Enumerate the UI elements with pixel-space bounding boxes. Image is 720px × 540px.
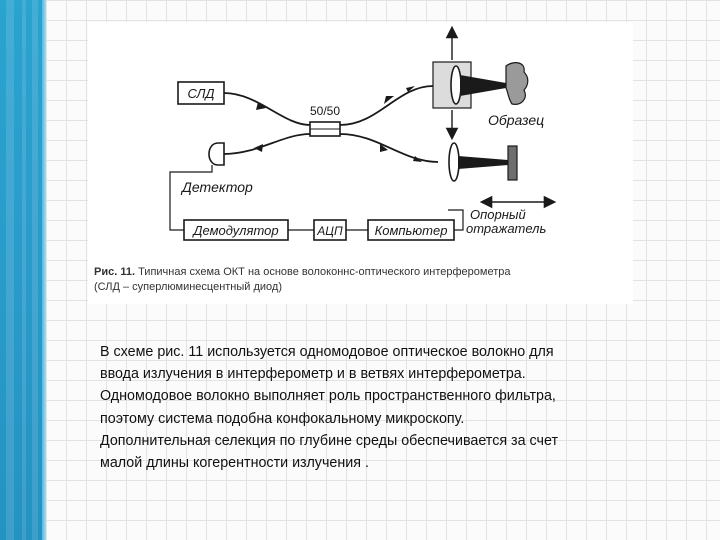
fiber-arrow — [380, 144, 388, 152]
fiber-arrow — [413, 156, 422, 162]
oct-figure: СЛД 50/50 Образец Опорный о — [88, 22, 633, 304]
body-line: В схеме рис. 11 используется одномодовое… — [100, 344, 554, 360]
reference-beam — [458, 156, 508, 169]
figure-caption-line1: Рис. 11. Типичная схема ОКТ на основе во… — [94, 266, 511, 278]
reference-label-line1: Опорный — [470, 207, 526, 222]
body-line: Дополнительная селекция по глубине среды… — [100, 432, 558, 449]
body-line: Одномодовое волокно выполняет роль прост… — [100, 388, 556, 405]
signal-line — [169, 165, 213, 231]
sample-label: Образец — [488, 112, 544, 128]
caption-text: Типичная схема ОКТ на основе волоконнс-о… — [135, 266, 511, 278]
fiber-arrow — [256, 102, 266, 110]
sample-lens — [450, 65, 462, 105]
body-paragraph: В схеме рис. 11 используется одномодовое… — [100, 341, 640, 474]
fiber-arrow — [406, 86, 415, 92]
detector-symbol — [208, 142, 225, 166]
detector-label: Детектор — [180, 179, 253, 195]
reference-mirror — [507, 145, 518, 181]
fiber-detector — [223, 133, 311, 155]
body-line: малой длины когерентности излучения . — [100, 455, 369, 472]
sample-object — [505, 62, 529, 105]
reference-label-line2: отражатель — [466, 221, 547, 236]
reference-lens — [448, 142, 460, 182]
coupler-label: 50/50 — [310, 104, 340, 118]
body-line: поэтому система подобна конфокальному ми… — [100, 410, 465, 427]
sample-beam — [460, 75, 506, 96]
figure-caption-line2: (СЛД – суперлюминесцентный диод) — [94, 281, 282, 293]
adc-label: АЦП — [316, 224, 343, 238]
body-line: ввода излучения в интерферометр и в ветв… — [100, 366, 526, 383]
sidebar-decoration — [0, 0, 46, 540]
caption-prefix: Рис. 11. — [94, 266, 135, 278]
fiber-sample — [339, 85, 434, 126]
control-line — [448, 209, 464, 231]
fiber-reference — [339, 133, 439, 163]
computer-label: Компьютер — [375, 223, 448, 238]
oct-diagram: СЛД 50/50 Образец Опорный о — [94, 25, 557, 293]
fiber-arrow — [254, 144, 263, 152]
fiber-arrow — [384, 96, 394, 104]
demodulator-label: Демодулятор — [191, 223, 278, 238]
fiber-sld — [223, 92, 311, 126]
sld-label: СЛД — [187, 86, 214, 101]
